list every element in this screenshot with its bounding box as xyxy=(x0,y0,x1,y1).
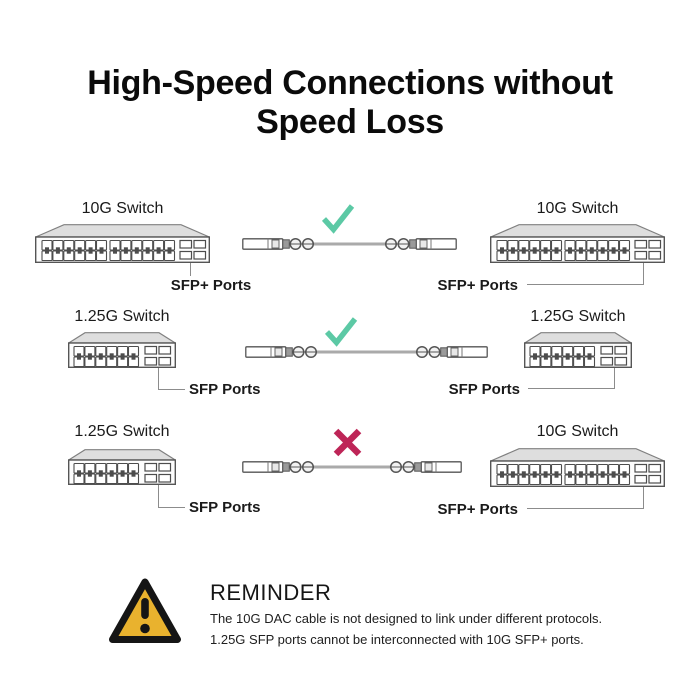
port-pointer-line xyxy=(158,485,185,508)
reminder-line-1: The 10G DAC cable is not designed to lin… xyxy=(210,611,603,626)
title-line-1: High-Speed Connections without xyxy=(87,64,613,102)
switch-graphic-1g-right xyxy=(524,332,632,368)
port-pointer-line xyxy=(158,368,185,390)
switch-graphic-10g-right xyxy=(490,448,665,487)
port-label-right: SFP Ports xyxy=(448,381,520,398)
switch-label-right: 10G Switch xyxy=(536,423,619,440)
port-pointer-line xyxy=(190,263,191,276)
check-icon xyxy=(320,201,356,235)
port-pointer-line xyxy=(528,368,615,389)
page-title: High-Speed Connections without Speed Los… xyxy=(0,64,700,142)
switch-label-left: 1.25G Switch xyxy=(74,423,170,440)
switch-label-right: 1.25G Switch xyxy=(530,308,626,325)
switch-label-right: 10G Switch xyxy=(536,200,619,217)
check-icon xyxy=(323,314,359,348)
dac-cable-graphic xyxy=(242,459,462,475)
dac-cable-graphic xyxy=(245,344,488,360)
port-label-left: SFP+ Ports xyxy=(170,277,252,294)
port-label-right: SFP+ Ports xyxy=(437,501,518,518)
warning-triangle-icon xyxy=(108,577,182,647)
port-label-left: SFP Ports xyxy=(189,381,261,398)
port-label-right: SFP+ Ports xyxy=(437,277,518,294)
reminder-line-2: 1.25G SFP ports cannot be interconnected… xyxy=(210,632,584,647)
reminder-heading: REMINDER xyxy=(210,580,332,605)
port-pointer-line xyxy=(527,487,644,509)
cross-icon xyxy=(331,426,364,459)
switch-graphic-10g-right xyxy=(490,224,665,263)
switch-graphic-1g-left xyxy=(68,332,176,368)
switch-graphic-10g-left xyxy=(35,224,210,263)
title-line-2: Speed Loss xyxy=(256,103,444,141)
port-pointer-line xyxy=(527,263,644,285)
port-label-left: SFP Ports xyxy=(189,499,261,516)
switch-label-left: 10G Switch xyxy=(81,200,164,217)
switch-label-left: 1.25G Switch xyxy=(74,308,170,325)
switch-graphic-1g-left xyxy=(68,449,176,485)
dac-cable-graphic xyxy=(242,236,457,252)
